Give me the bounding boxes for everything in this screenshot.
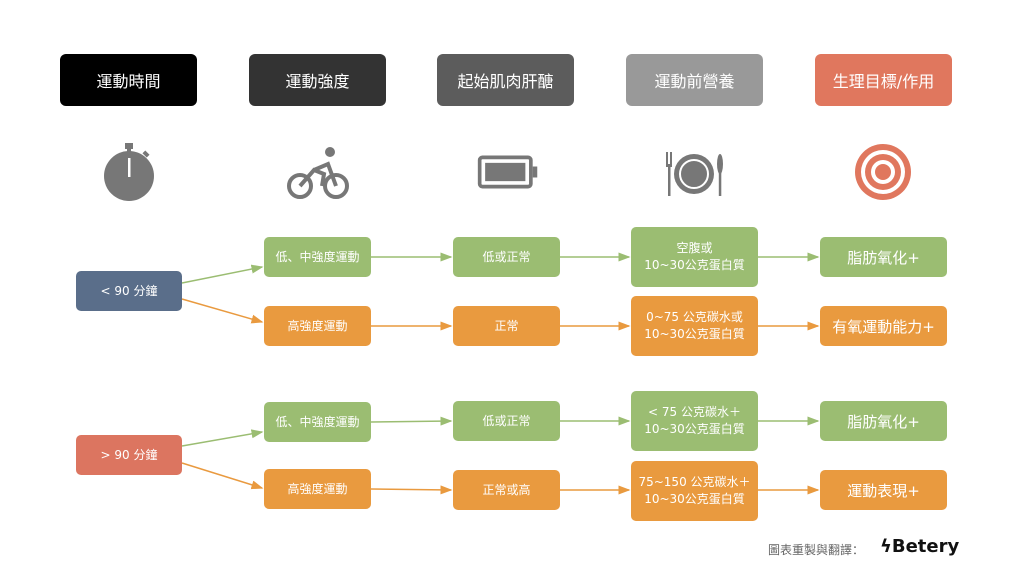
header-glycogen: 起始肌肉肝醣: [437, 54, 574, 106]
header-duration: 運動時間: [60, 54, 197, 106]
target-icon: [855, 144, 911, 200]
goal-box: 脂肪氧化+: [820, 401, 947, 441]
nutrition-line1: 空腹或: [676, 241, 713, 255]
lightning-icon: ϟ: [880, 536, 892, 557]
nutrition-line1: 0~75 公克碳水或: [646, 310, 743, 324]
nutrition-line2: 10~30公克蛋白質: [644, 492, 745, 506]
glycogen-box: 正常: [453, 306, 560, 346]
nutrition-box: < 75 公克碳水＋ 10~30公克蛋白質: [631, 391, 758, 451]
plate-cutlery-icon: [666, 152, 723, 196]
nutrition-line1: < 75 公克碳水＋: [648, 405, 741, 419]
duration-over-90: > 90 分鐘: [76, 435, 182, 475]
brand-name: Betery: [891, 536, 960, 557]
cyclist-icon: [287, 147, 349, 199]
goal-box: 脂肪氧化+: [820, 237, 947, 277]
stopwatch-icon: [104, 143, 154, 201]
nutrition-box: 空腹或 10~30公克蛋白質: [631, 227, 758, 287]
duration-under-90: < 90 分鐘: [76, 271, 182, 311]
intensity-box: 低、中強度運動: [264, 237, 371, 277]
nutrition-box: 0~75 公克碳水或 10~30公克蛋白質: [631, 296, 758, 356]
nutrition-line2: 10~30公克蛋白質: [644, 327, 745, 341]
nutrition-line1: 75~150 公克碳水＋: [638, 475, 751, 489]
glycogen-box: 低或正常: [453, 237, 560, 277]
goal-box: 運動表現+: [820, 470, 947, 510]
intensity-box: 高強度運動: [264, 306, 371, 346]
intensity-box: 高強度運動: [264, 469, 371, 509]
nutrition-line2: 10~30公克蛋白質: [644, 422, 745, 436]
goal-box: 有氧運動能力+: [820, 306, 947, 346]
battery-icon: [477, 155, 538, 189]
glycogen-box: 正常或高: [453, 470, 560, 510]
header-goal: 生理目標/作用: [815, 54, 952, 106]
nutrition-line2: 10~30公克蛋白質: [644, 258, 745, 272]
nutrition-box: 75~150 公克碳水＋ 10~30公克蛋白質: [631, 461, 758, 521]
header-nutrition: 運動前營養: [626, 54, 763, 106]
brand-logo: ϟBetery: [880, 536, 959, 557]
header-intensity: 運動強度: [249, 54, 386, 106]
intensity-box: 低、中強度運動: [264, 402, 371, 442]
glycogen-box: 低或正常: [453, 401, 560, 441]
credit-text: 圖表重製與翻譯：: [768, 543, 865, 557]
